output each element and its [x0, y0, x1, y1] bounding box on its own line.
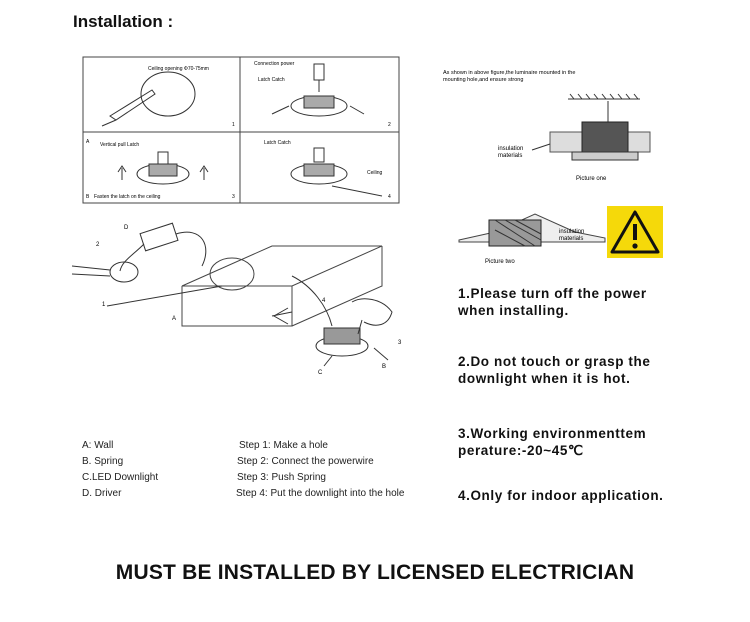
- legend-wall: A: Wall: [82, 440, 114, 451]
- panel-number-3: 3: [232, 194, 235, 200]
- picture-one-caption-1: As shown in above figure,the luminaire m…: [443, 70, 575, 76]
- label-c: C: [318, 370, 323, 376]
- label-b-small: B: [86, 194, 90, 200]
- legend-driver: D. Driver: [82, 488, 122, 499]
- footer-notice: MUST BE INSTALLED BY LICENSED ELECTRICIA…: [115, 561, 635, 584]
- label-3: 3: [398, 340, 402, 346]
- picture-one-diagram: As shown in above figure,the luminaire m…: [443, 70, 651, 182]
- legend-spring: B. Spring: [82, 456, 124, 467]
- step-1: Step 1: Make a hole: [239, 440, 328, 451]
- warning-hot: 2.Do not touch or grasp the downlight wh…: [458, 353, 650, 387]
- label-2: 2: [96, 242, 100, 248]
- warning-power-off-line1: 1.Please turn off the power: [458, 286, 647, 301]
- picture-two-insulation: insulation: [559, 229, 584, 235]
- wall-installation-diagram: D 2 1 A 4 3 B C: [71, 222, 402, 376]
- picture-two-materials: materials: [559, 236, 583, 242]
- picture-two-label: Picture two: [485, 259, 515, 265]
- label-a-small: A: [86, 139, 90, 145]
- panel-number-1: 1: [232, 122, 235, 128]
- warning-temperature-line1: 3.Working environmenttem: [458, 426, 647, 441]
- connection-power-label: Connection power: [254, 61, 295, 67]
- page-title: Installation :: [73, 12, 174, 31]
- warning-temperature-line2: perature:-20~45℃: [458, 443, 584, 458]
- label-1: 1: [102, 302, 106, 308]
- picture-two-diagram: insulation materials Picture two: [458, 213, 606, 265]
- ceiling-opening-label: Ceiling opening Φ70-75mm: [148, 66, 209, 72]
- picture-one-caption-2: mounting hole,and ensure strong: [443, 77, 523, 83]
- installation-steps-grid: Ceiling opening Φ70-75mm 1 Connection po…: [82, 56, 400, 204]
- step-4: Step 4: Put the downlight into the hole: [236, 488, 405, 499]
- picture-one-label: Picture one: [576, 176, 607, 182]
- label-b: B: [382, 364, 386, 370]
- warning-indoor: 4.Only for indoor application.: [458, 488, 664, 503]
- warning-hot-line1: 2.Do not touch or grasp the: [458, 354, 651, 369]
- label-d: D: [124, 225, 129, 231]
- step-3: Step 3: Push Spring: [237, 472, 326, 483]
- warning-power-off: 1.Please turn off the power when install…: [458, 285, 647, 319]
- warning-icon: [607, 206, 663, 258]
- label-a: A: [172, 316, 176, 322]
- latch-catch-label-bottom: Latch Catch: [264, 140, 291, 146]
- ceiling-label: Ceiling: [367, 170, 383, 176]
- picture-one-insulation: insulation: [498, 146, 523, 152]
- step-2: Step 2: Connect the powerwire: [237, 456, 374, 467]
- warning-power-off-line2: when installing.: [458, 303, 569, 318]
- panel-number-2: 2: [388, 122, 391, 128]
- picture-one-materials: materials: [498, 153, 522, 159]
- panel-number-4: 4: [388, 194, 391, 200]
- vertical-pull-label: Vertical pull Latch: [100, 142, 139, 148]
- legend-downlight: C.LED Downlight: [82, 472, 159, 483]
- latch-catch-label-top: Latch Catch: [258, 77, 285, 83]
- warning-hot-line2: downlight when it is hot.: [458, 371, 631, 386]
- fasten-latch-label: Fasten the latch on the ceiling: [94, 194, 161, 200]
- label-4: 4: [322, 298, 326, 304]
- steps-legend: Step 1: Make a hole Step 2: Connect the …: [236, 440, 404, 504]
- parts-legend: A: Wall B. Spring C.LED Downlight D. Dri…: [82, 440, 158, 504]
- warning-temperature: 3.Working environmenttem perature:-20~45…: [458, 425, 646, 459]
